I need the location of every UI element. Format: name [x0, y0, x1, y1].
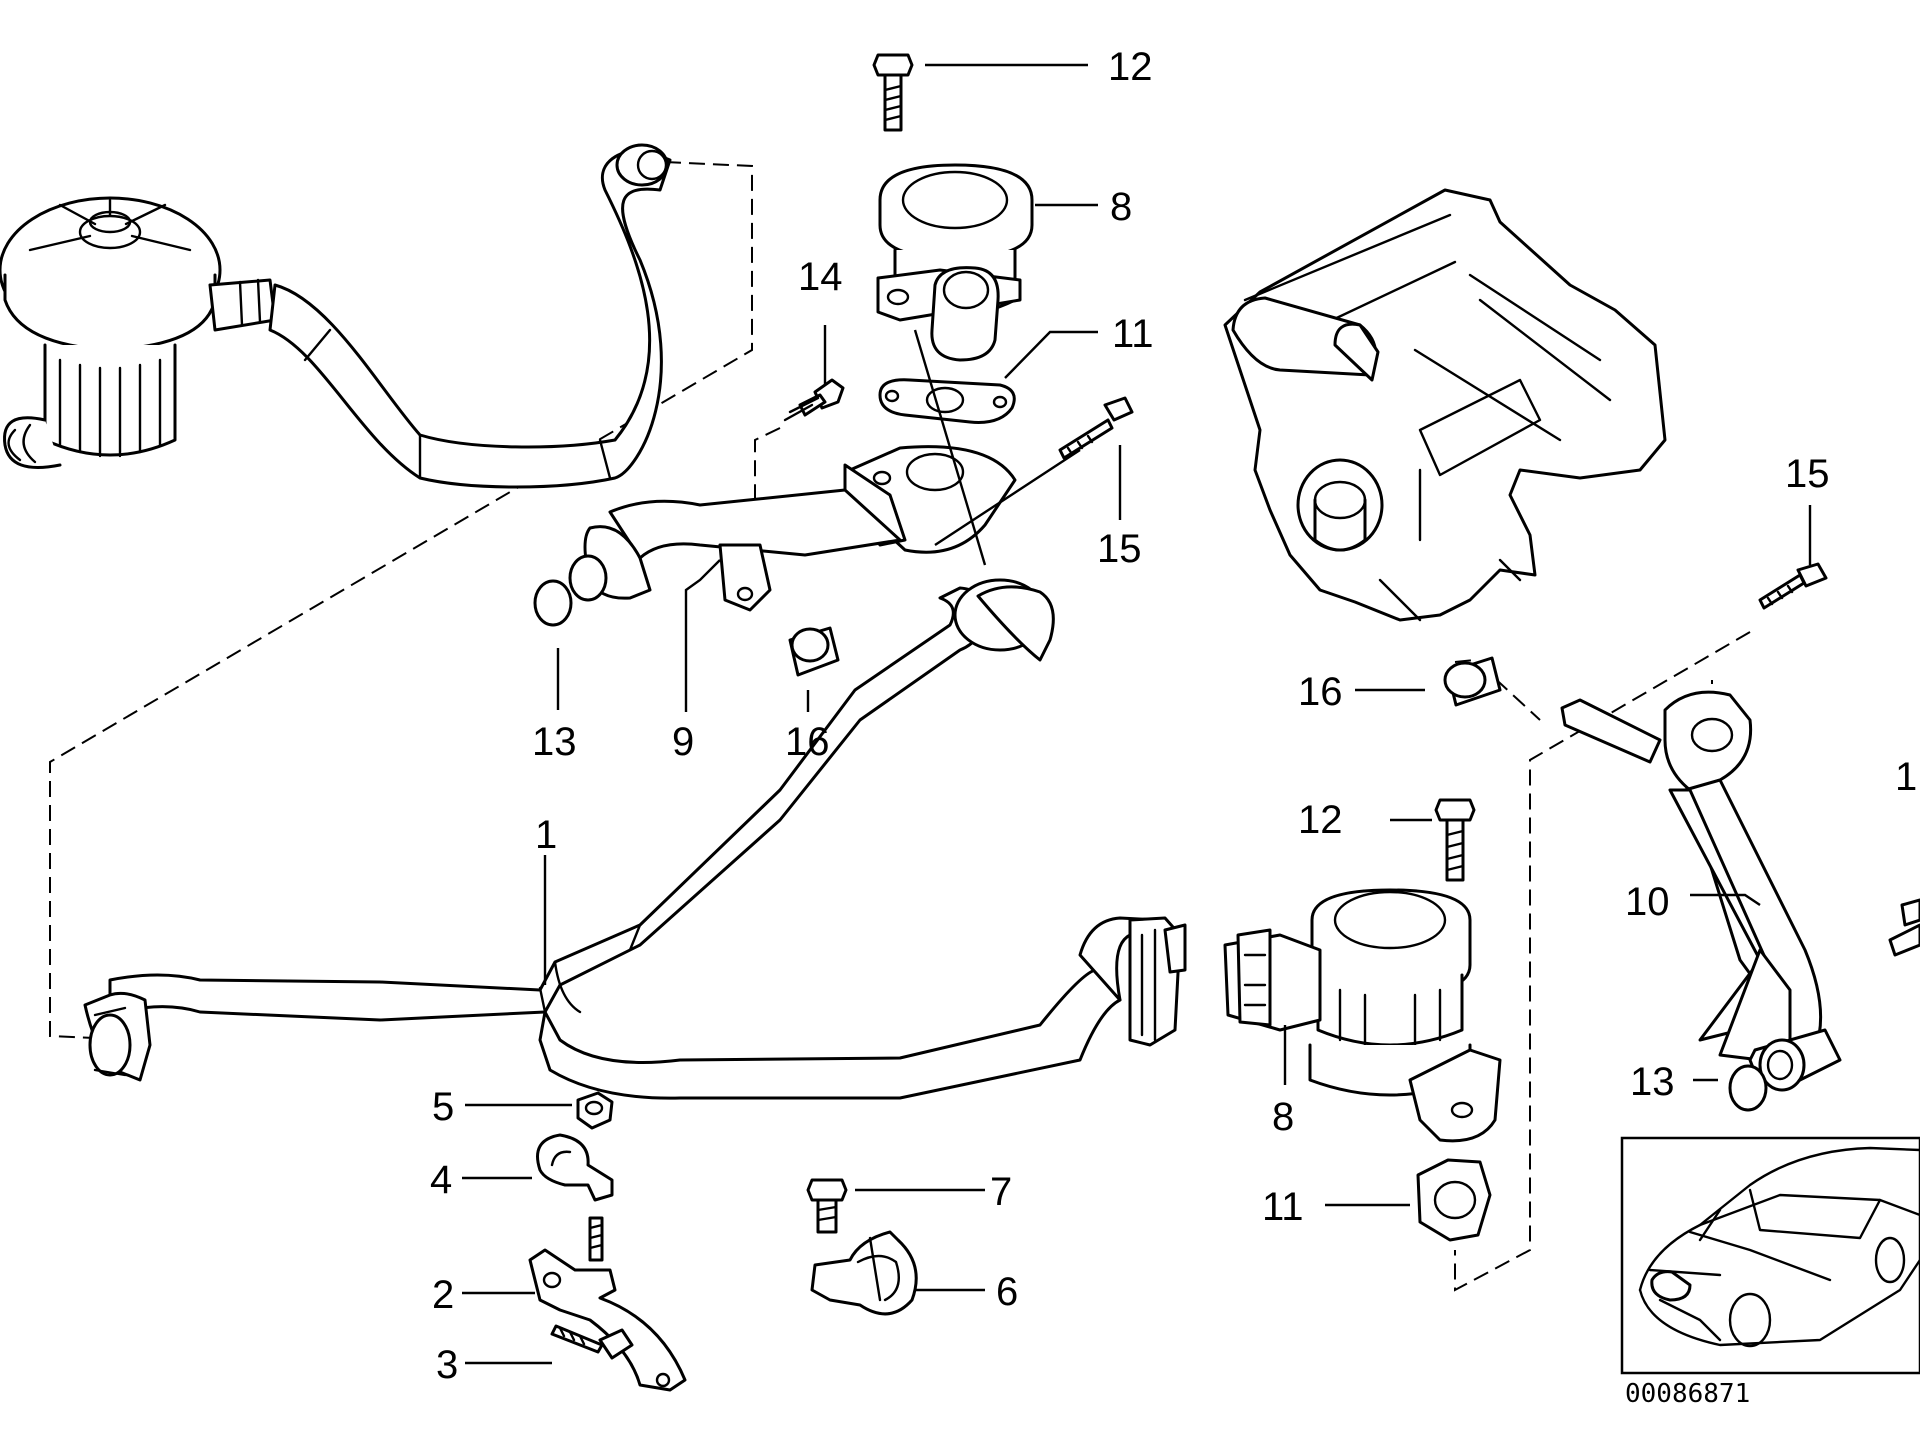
- bracket-2: [528, 1216, 687, 1392]
- catalog-number: 00086871: [1625, 1379, 1750, 1409]
- callout-10: 10: [1625, 880, 1670, 924]
- pipe-10: [1560, 690, 1842, 1092]
- callout-13-right: 13: [1630, 1060, 1675, 1104]
- gasket-lower: [1416, 1158, 1492, 1242]
- gasket-top: [878, 378, 1016, 424]
- callout-6: 6: [996, 1270, 1018, 1314]
- bolt-15-top: [1058, 396, 1134, 460]
- clip-4: [536, 1133, 614, 1202]
- callout-12-lower: 12: [1298, 798, 1343, 842]
- callout-13-top: 13: [532, 720, 577, 764]
- callout-labels: 12 8 14 11 15 13 9 16 1 16 15 12 10 1 5 …: [430, 45, 1917, 1387]
- callout-15-right: 15: [1785, 452, 1830, 496]
- callout-5: 5: [432, 1085, 454, 1129]
- callout-3: 3: [436, 1343, 458, 1387]
- nut-5: [576, 1091, 614, 1130]
- callout-7: 7: [990, 1170, 1012, 1214]
- car-inset: [1620, 1136, 1920, 1375]
- bolt-7: [806, 1178, 848, 1234]
- o-ring-right: [1728, 1064, 1768, 1112]
- callout-11-lower: 11: [1262, 1185, 1304, 1229]
- callout-11-top: 11: [1112, 312, 1154, 356]
- bolt-lower: [1434, 798, 1476, 882]
- callout-9: 9: [672, 720, 694, 764]
- callout-16-top: 16: [785, 720, 830, 764]
- valve-lower: [1223, 888, 1502, 1143]
- secondary-air-pump: [0, 196, 277, 469]
- callout-4: 4: [430, 1158, 452, 1202]
- bolt-14: [783, 378, 845, 422]
- callout-8-top: 8: [1110, 185, 1132, 229]
- bolt-3: [550, 1324, 634, 1360]
- callout-15-top: 15: [1097, 527, 1142, 571]
- bolt-top: [872, 53, 914, 132]
- bolt-15-right: [1758, 562, 1828, 610]
- valve-top: [876, 163, 1034, 362]
- pump-hose: [268, 143, 672, 489]
- o-ring-top: [533, 579, 573, 627]
- callout-12-top: 12: [1108, 45, 1153, 89]
- callout-8-lower: 8: [1272, 1095, 1294, 1139]
- edge-bolt: [1888, 898, 1920, 957]
- clip-6: [810, 1230, 918, 1316]
- leader-lines: [462, 63, 1812, 1365]
- callout-16-right: 16: [1298, 670, 1343, 714]
- engine-block: [1223, 188, 1667, 622]
- callout-1-edge: 1: [1895, 755, 1917, 799]
- pipe-9: [568, 445, 1017, 612]
- bushing-right: [1443, 656, 1502, 707]
- callout-1: 1: [535, 813, 557, 857]
- callout-14: 14: [798, 255, 843, 299]
- bushing-top: [788, 626, 840, 677]
- callout-2: 2: [432, 1273, 454, 1317]
- main-y-pipe: [83, 578, 1187, 1100]
